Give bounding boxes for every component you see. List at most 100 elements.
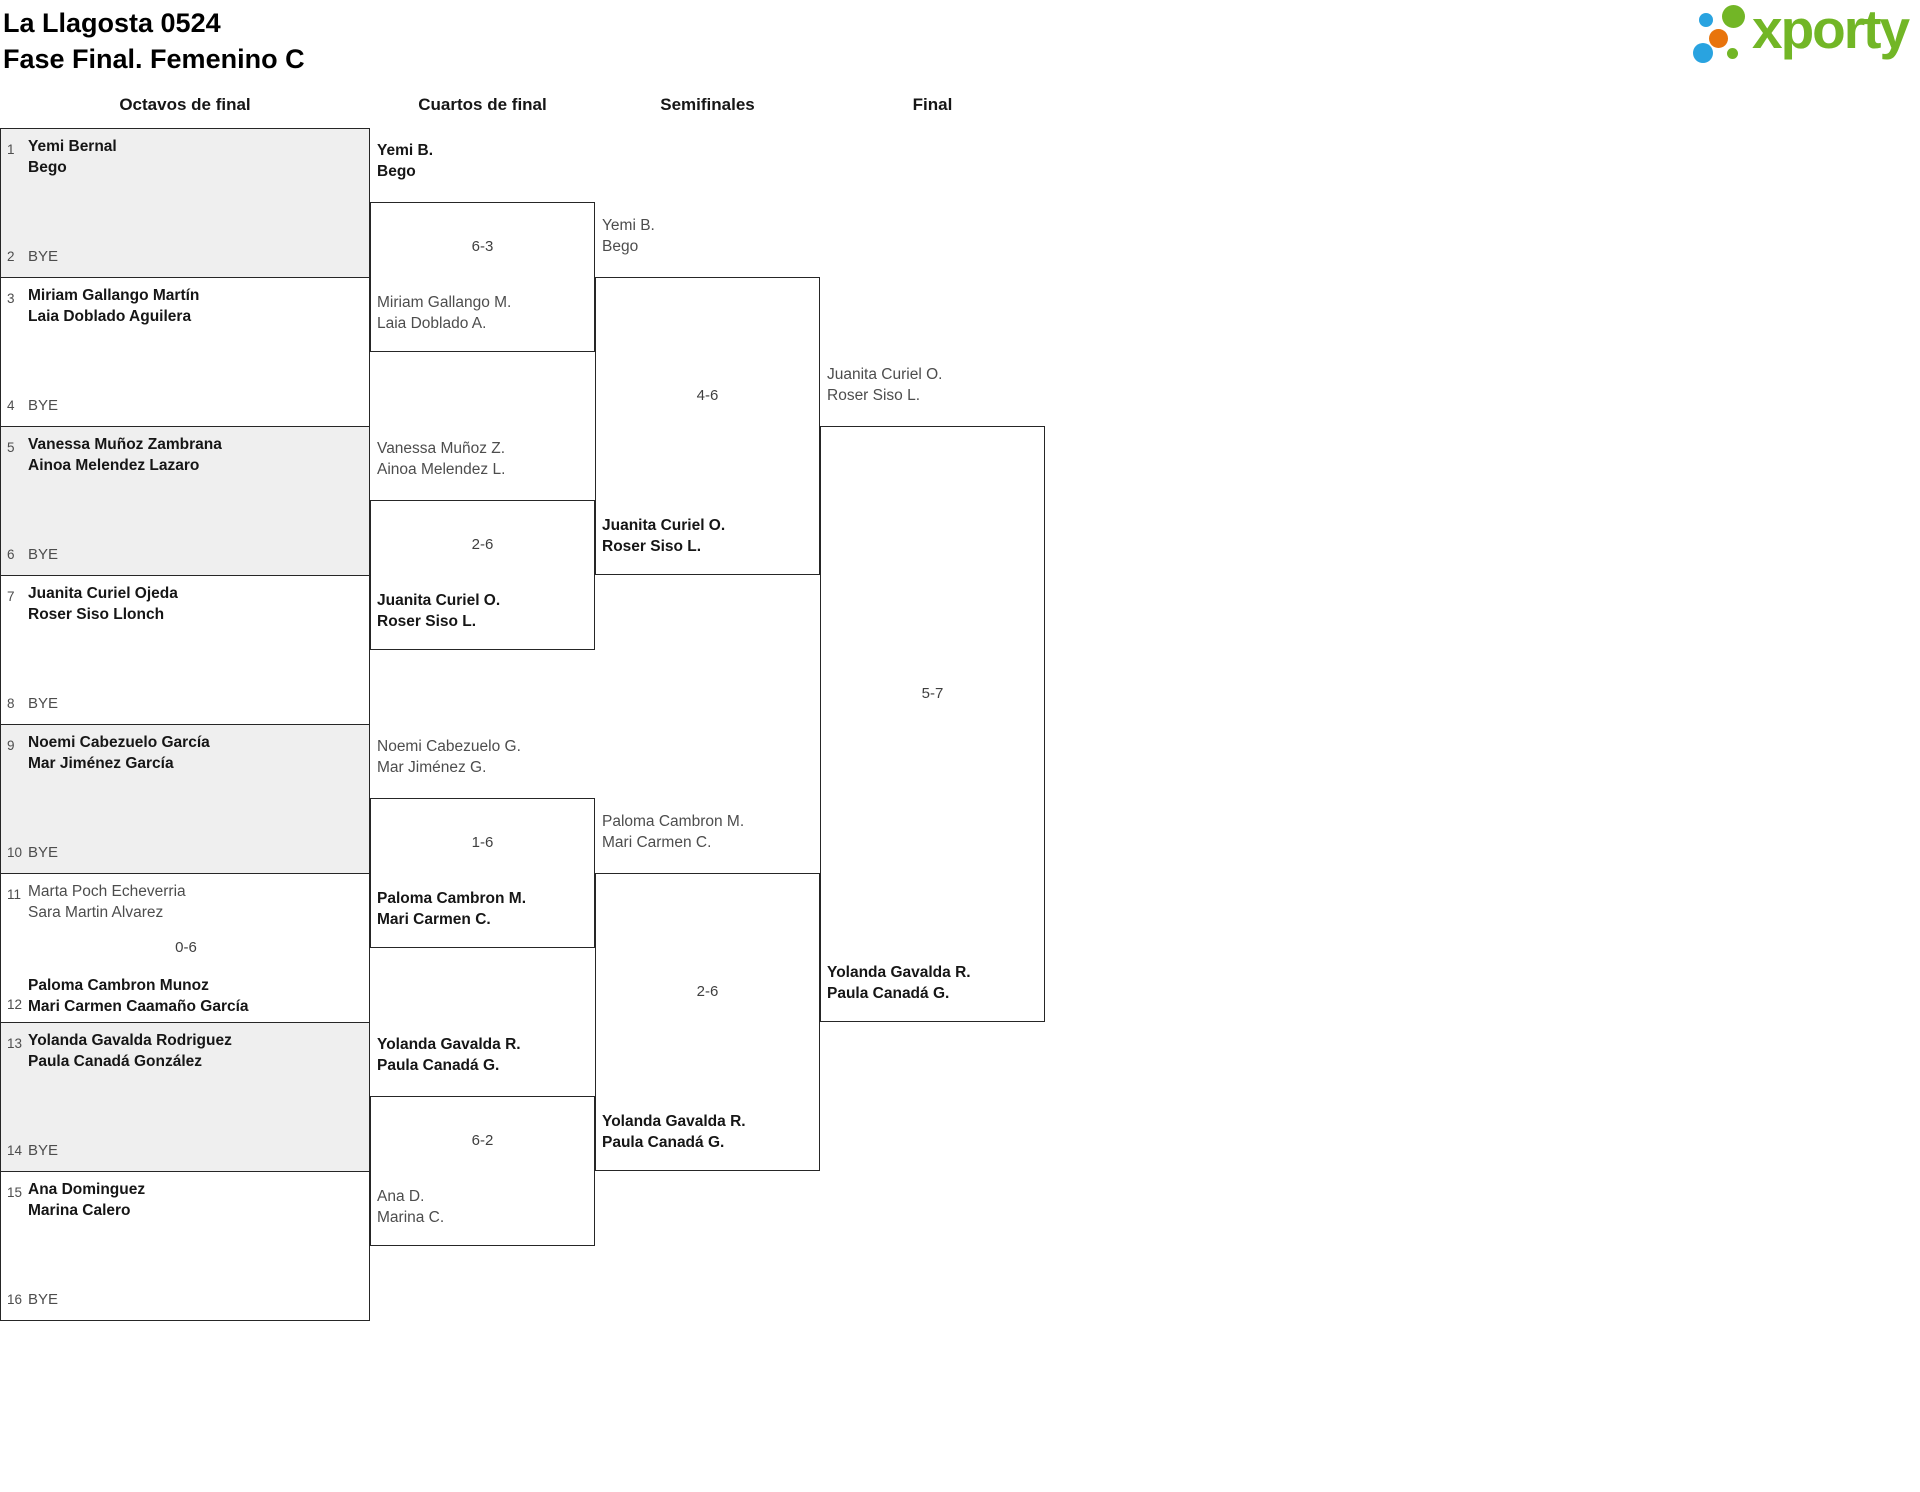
player-line: Marta Poch Echeverria: [28, 883, 186, 900]
player-line: Yolanda Gavalda R.: [827, 964, 971, 981]
final-bottom-team: Yolanda Gavalda R. Paula Canadá G.: [827, 962, 1043, 1004]
player-line: Marina Calero: [28, 1202, 131, 1219]
logo-dot-green-small: [1727, 48, 1738, 59]
bye-label: BYE: [28, 695, 59, 712]
qf1-match-box: [370, 202, 595, 352]
qf1-bottom-team: Miriam Gallango M. Laia Doblado A.: [377, 292, 593, 334]
r16-match-4-box: 7 Juanita Curiel Ojeda Roser Siso Llonch…: [0, 575, 370, 725]
sf2-match-box: [595, 873, 820, 1171]
player-line: Roser Siso L.: [377, 613, 477, 630]
player-line: Laia Doblado Aguilera: [28, 308, 192, 325]
team-top: Juanita Curiel Ojeda Roser Siso Llonch: [28, 583, 178, 625]
player-line: Vanessa Muñoz Zambrana: [28, 436, 222, 453]
team-top: Miriam Gallango Martín Laia Doblado Agui…: [28, 285, 199, 327]
team-top: Ana Dominguez Marina Calero: [28, 1179, 145, 1221]
team-bottom: Paloma Cambron Munoz Mari Carmen Caamaño…: [28, 975, 249, 1017]
seed-top: 13: [7, 1036, 23, 1051]
match-score: 0-6: [175, 939, 197, 956]
player-line: Paula Canadá G.: [827, 985, 950, 1002]
player-line: Juanita Curiel Ojeda: [28, 585, 178, 602]
sf1-bottom-team: Juanita Curiel O. Roser Siso L.: [602, 515, 818, 557]
qf2-top-team: Vanessa Muñoz Z. Ainoa Melendez L.: [377, 438, 593, 480]
player-line: Paloma Cambron M.: [377, 890, 526, 907]
final-match-box: [820, 426, 1045, 1022]
bye-label: BYE: [28, 546, 59, 563]
team-top: Yemi Bernal Bego: [28, 136, 117, 178]
player-line: Yolanda Gavalda R.: [602, 1113, 746, 1130]
round-header-cuartos: Cuartos de final: [418, 95, 547, 114]
seed-bottom: 8: [7, 696, 15, 711]
player-line: Juanita Curiel O.: [602, 517, 726, 534]
bye-label: BYE: [28, 248, 59, 265]
player-line: Miriam Gallango M.: [377, 294, 512, 311]
player-line: Bego: [602, 238, 639, 255]
player-line: Vanessa Muñoz Z.: [377, 440, 506, 457]
seed-top: 3: [7, 291, 15, 306]
player-line: Mar Jiménez García: [28, 755, 174, 772]
final-top-team: Juanita Curiel O. Roser Siso L.: [827, 364, 1043, 406]
sf2-score: 2-6: [696, 983, 719, 1000]
team-top: Vanessa Muñoz Zambrana Ainoa Melendez La…: [28, 434, 222, 476]
player-line: Ana Dominguez: [28, 1181, 146, 1198]
tournament-name: La Llagosta 0524: [3, 8, 221, 38]
seed-top: 5: [7, 440, 15, 455]
team-top: Marta Poch Echeverria Sara Martin Alvare…: [28, 881, 186, 923]
seed-top: 15: [7, 1185, 23, 1200]
sf1-score: 4-6: [696, 387, 719, 404]
seed-top: 11: [7, 887, 22, 902]
player-line: Juanita Curiel O.: [827, 366, 943, 383]
qf3-score: 1-6: [471, 834, 494, 851]
sf1-top-team: Yemi B. Bego: [602, 215, 818, 257]
player-line: Noemi Cabezuelo G.: [377, 738, 521, 755]
bye-label: BYE: [28, 1291, 59, 1308]
player-line: Bego: [28, 159, 67, 176]
player-line: Yolanda Gavalda R.: [377, 1036, 521, 1053]
bye-label: BYE: [28, 844, 59, 861]
r16-match-8-box: 15 Ana Dominguez Marina Calero 16 BYE: [0, 1171, 370, 1321]
page-title: La Llagosta 0524 Fase Final. Femenino C: [3, 5, 305, 77]
bye-label: BYE: [28, 1142, 59, 1159]
round-header-final: Final: [912, 95, 953, 114]
player-line: Yemi B.: [602, 217, 655, 234]
round-header-semifinales: Semifinales: [660, 95, 755, 114]
player-line: Mar Jiménez G.: [377, 759, 487, 776]
player-line: Yemi Bernal: [28, 138, 117, 155]
player-line: Paula Canadá G.: [602, 1134, 725, 1151]
bye-label: BYE: [28, 397, 59, 414]
player-line: Miriam Gallango Martín: [28, 287, 200, 304]
logo-wordmark: xporty: [1752, 0, 1910, 60]
player-line: Mari Carmen Caamaño García: [28, 998, 249, 1015]
logo-dot-blue-large: [1693, 43, 1713, 63]
seed-top: 7: [7, 589, 15, 604]
seed-top: 1: [7, 142, 15, 157]
player-line: Paloma Cambron M.: [602, 813, 745, 830]
player-line: Roser Siso L.: [827, 387, 921, 404]
player-line: Mari Carmen C.: [602, 834, 712, 851]
r16-match-2-box: 3 Miriam Gallango Martín Laia Doblado Ag…: [0, 277, 370, 427]
round-header-octavos: Octavos de final: [119, 95, 251, 114]
qf3-match-box: [370, 798, 595, 948]
player-line: Bego: [377, 163, 416, 180]
qf2-bottom-team: Juanita Curiel O. Roser Siso L.: [377, 590, 593, 632]
player-line: Juanita Curiel O.: [377, 592, 501, 609]
seed-bottom: 16: [7, 1292, 23, 1307]
logo-dot-blue-small: [1699, 13, 1713, 27]
seed-top: 9: [7, 738, 15, 753]
qf2-match-box: [370, 500, 595, 650]
r16-match-6-box: 11 Marta Poch Echeverria Sara Martin Alv…: [0, 873, 370, 1023]
logo-dot-orange: [1709, 29, 1728, 48]
sf2-bottom-team: Yolanda Gavalda R. Paula Canadá G.: [602, 1111, 818, 1153]
team-top: Noemi Cabezuelo García Mar Jiménez Garcí…: [28, 732, 210, 774]
logo-dot-green-large: [1722, 5, 1745, 28]
player-line: Sara Martin Alvarez: [28, 904, 164, 921]
sf1-match-box: [595, 277, 820, 575]
player-line: Roser Siso Llonch: [28, 606, 165, 623]
xporty-logo[interactable]: xporty: [1686, 0, 1920, 70]
player-line: Yolanda Gavalda Rodriguez: [28, 1032, 232, 1049]
final-score: 5-7: [921, 685, 944, 702]
r16-match-1-box: 1 Yemi Bernal Bego 2 BYE: [0, 128, 370, 278]
qf4-score: 6-2: [471, 1132, 494, 1149]
seed-bottom: 6: [7, 547, 15, 562]
qf3-top-team: Noemi Cabezuelo G. Mar Jiménez G.: [377, 736, 593, 778]
player-line: Ainoa Melendez L.: [377, 461, 506, 478]
